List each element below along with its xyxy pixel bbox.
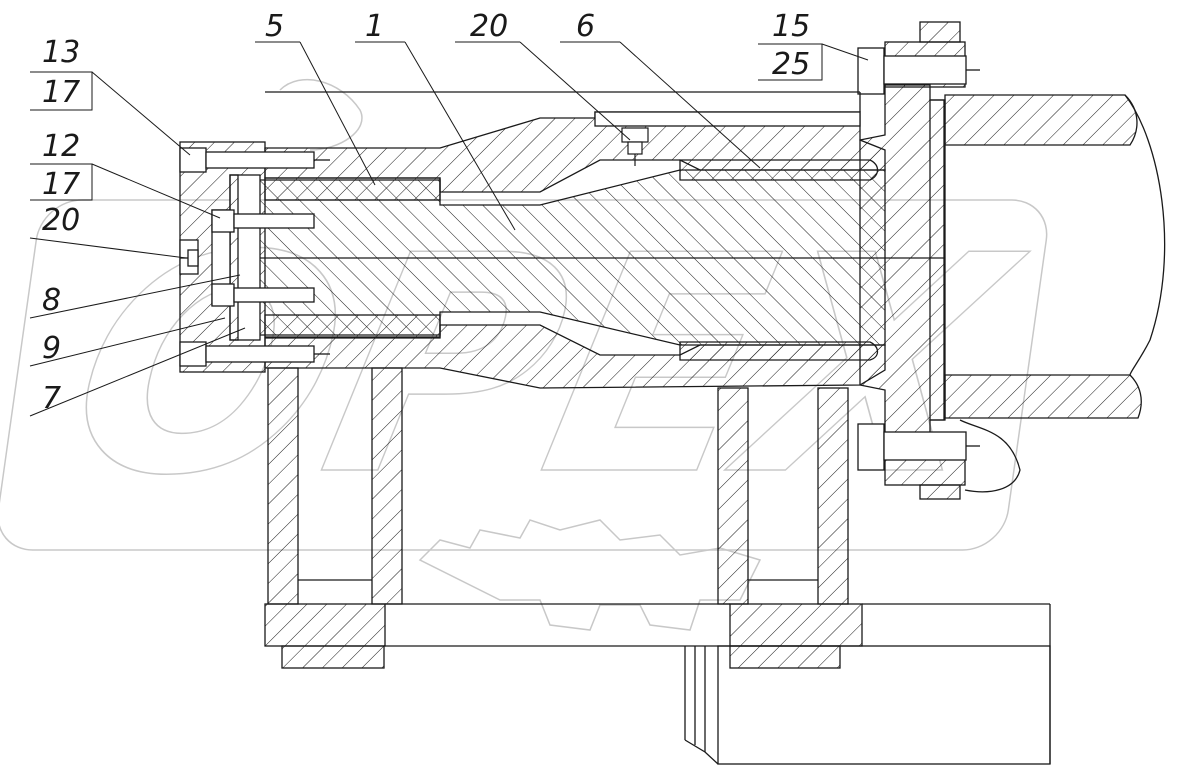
leader-6 [619, 41, 761, 169]
shaft-break [1124, 94, 1166, 376]
callout-1: 1 [365, 9, 384, 44]
bolt-12-bottom-shank [233, 287, 315, 303]
base-plate-left [264, 603, 386, 647]
leader-20-top [519, 41, 631, 141]
watermark-swirl [279, 78, 363, 151]
bolt-13-bottom-shank [205, 345, 315, 363]
callout-17-upper: 17 [42, 75, 80, 110]
leader-7 [29, 327, 246, 417]
output-shaft [944, 94, 1166, 493]
stand-right-b [817, 387, 849, 605]
callouts: 13 17 12 17 20 8 9 7 5 1 20 6 15 25 [42, 9, 810, 416]
callout-25: 25 [772, 47, 810, 82]
callout-8: 8 [42, 283, 61, 318]
stand-left-a [267, 367, 299, 605]
callout-13: 13 [42, 35, 80, 70]
callout-20-top: 20 [470, 9, 508, 44]
leader-12 [91, 163, 221, 219]
callout-20-left: 20 [42, 203, 80, 238]
bolt-12-bottom-head[interactable] [211, 283, 235, 307]
leader-9 [29, 317, 226, 367]
callout-9: 9 [42, 331, 61, 366]
callout-6: 6 [576, 9, 595, 44]
fitting-top-nipple [627, 141, 643, 155]
support-stands [264, 367, 1051, 765]
leaders [29, 41, 869, 417]
bolt-15-top-shank [883, 55, 967, 85]
callout-15: 15 [772, 9, 810, 44]
fitting-top-body [621, 127, 649, 143]
bushings [264, 159, 879, 361]
end-cover [179, 141, 330, 373]
shaft-bottom [944, 374, 1142, 419]
callout-5: 5 [265, 9, 284, 44]
bolt-15-bottom-shank [883, 431, 967, 461]
base-plate-right [729, 603, 863, 647]
flange-clamp-bottom-cap [919, 484, 961, 500]
callout-7: 7 [42, 381, 61, 416]
label-box-13-17 [30, 71, 93, 111]
housing-top-rim [594, 111, 861, 127]
leader-20-left [29, 237, 187, 259]
bushing-6-top [679, 159, 879, 181]
base-foot-right [729, 645, 841, 669]
leader-8 [29, 274, 241, 319]
housing [264, 91, 886, 389]
bushing-5-bottom [264, 314, 441, 338]
bolt-15-top-head[interactable] [857, 47, 885, 95]
bolt-15-bottom-head[interactable] [857, 423, 885, 471]
fitting-left-body [187, 249, 199, 267]
callout-12: 12 [42, 129, 80, 164]
flange-clamp-top-cap [919, 21, 961, 43]
shaft-top [944, 94, 1138, 146]
bolt-12-top-shank [233, 213, 315, 229]
stand-left-b [371, 367, 403, 605]
bolt-13-top-shank [205, 151, 315, 169]
leader-1 [404, 41, 516, 231]
stand-right-a [717, 387, 749, 605]
leader-15 [821, 43, 869, 61]
lower-line-d [684, 739, 719, 765]
label-box-12-17 [30, 163, 93, 201]
leader-5 [299, 41, 376, 186]
leader-13 [91, 71, 191, 156]
washer-7 [229, 174, 239, 341]
flange-gasket [929, 99, 945, 421]
base-foot-left [281, 645, 385, 669]
callout-17-lower: 17 [42, 167, 80, 202]
shaft-arc [959, 419, 1021, 493]
bolt-12-top-head[interactable] [211, 209, 235, 233]
bushing-5-top [264, 177, 441, 201]
bolt-13-top-head[interactable] [179, 147, 207, 173]
label-box-15-25 [758, 43, 823, 81]
bushing-6-bottom [679, 341, 879, 361]
